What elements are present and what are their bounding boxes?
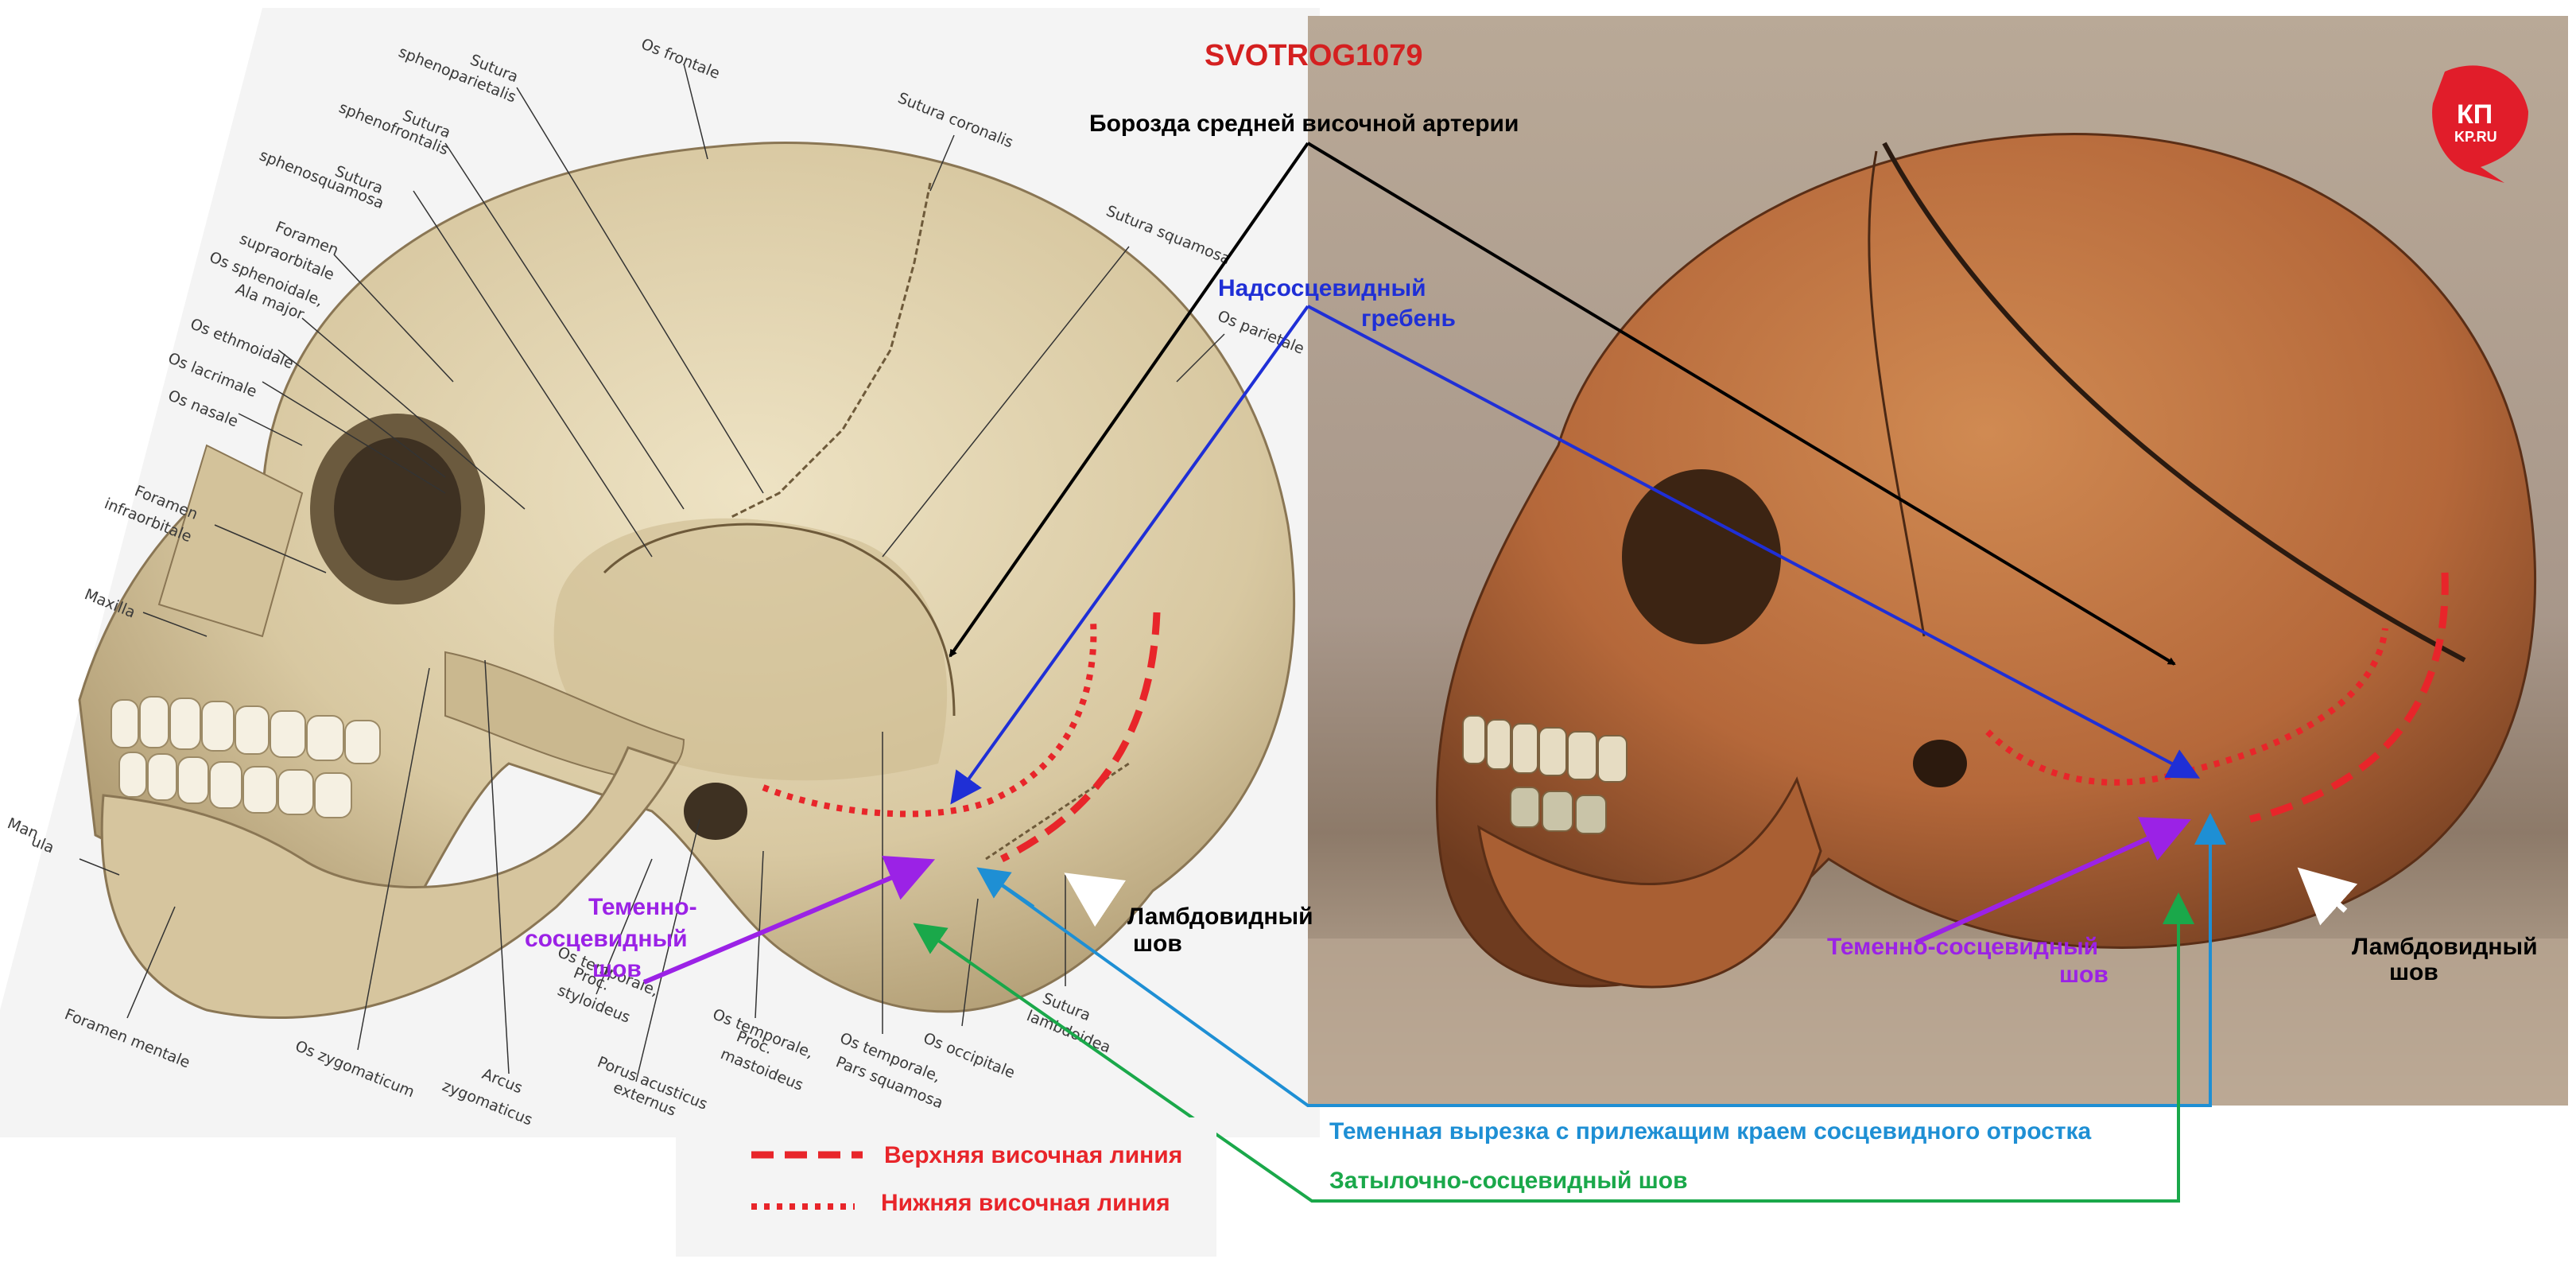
label-lambdoid-right-2: шов	[2389, 959, 2438, 985]
label-parietomastoid-right-2: шов	[2059, 962, 2109, 988]
squamous-suture	[603, 523, 956, 717]
photo-skull	[1435, 133, 2536, 988]
parietomastoid-arrow-right	[1915, 817, 2191, 945]
kp-logo-subtext: KP.RU	[2454, 129, 2497, 145]
groove-artery-arrow-left	[949, 142, 1309, 658]
supramastoid-arrow-left	[950, 305, 1309, 805]
label-lambdoid-left-2: шов	[1133, 931, 1182, 957]
upper-temporal-line-left	[999, 612, 1161, 863]
photo-crack	[1882, 142, 2466, 663]
kp-logo: КП KP.RU	[2432, 65, 2528, 183]
parietal-notch-line	[980, 813, 2226, 1107]
kp-logo-text: КП	[2457, 99, 2493, 130]
label-parietomastoid-left-2: сосцевидный	[525, 926, 688, 952]
label-parietomastoid-right-1: Теменно-сосцевидный	[1827, 934, 2098, 960]
illustration-panel: Os frontale Sutura sphenoparietalis Sutu…	[0, 8, 1320, 1137]
label-supramastoid-1: Надсосцевидный	[1218, 275, 1426, 301]
arrows	[642, 142, 2358, 1203]
upper-temporal-line-right	[2248, 572, 2449, 823]
lower-temporal-line-right	[1985, 628, 2388, 786]
groove-artery-arrow-right	[1306, 142, 2176, 666]
lambdoid-arrow-right	[2297, 867, 2358, 926]
label-groove-artery: Борозда средней височной артерии	[1089, 111, 1519, 137]
legend-upper-temporal-line: Верхняя височная линия	[884, 1142, 1182, 1168]
label-lambdoid-left-1: Ламбдовидный	[1127, 904, 1313, 930]
ear-canal	[684, 783, 747, 840]
parietal-notch-arrow-left	[976, 867, 1035, 908]
photo-mandible	[1477, 776, 1822, 989]
illustration-mandible	[100, 746, 678, 1020]
label-lambdoid-right-1: Ламбдовидный	[2352, 934, 2538, 960]
occipitomastoid-line	[917, 892, 2194, 1203]
label-supramastoid-2: гребень	[1361, 305, 1456, 332]
occipitomastoid-arrow-left	[913, 923, 972, 964]
legend-lower-temporal-line: Нижняя височная линия	[881, 1190, 1170, 1216]
illustration-teeth	[111, 696, 381, 818]
coronal-suture	[731, 182, 932, 519]
lower-temporal-line-left	[762, 620, 1097, 818]
photo-teeth	[1462, 715, 1627, 834]
leader-lines	[79, 63, 1225, 1082]
label-parietomastoid-left-3: шов	[592, 956, 642, 982]
annotations: Борозда средней височной артерии Надсосц…	[525, 111, 2538, 1194]
supramastoid-arrow-right	[1307, 305, 2201, 779]
label-occipitomastoid: Затылочно-сосцевидный шов	[1329, 1168, 1688, 1194]
watermark: SVOTROG1079	[1205, 39, 1423, 72]
legend: Верхняя височная линия Нижняя височная л…	[676, 1117, 1216, 1257]
parietomastoid-arrow-left	[642, 856, 936, 985]
label-parietomastoid-left-1: Теменно-	[588, 894, 697, 920]
label-parietal-notch: Теменная вырезка с прилежащим краем сосц…	[1329, 1118, 2092, 1144]
lambdoid-arrow-left	[1064, 872, 1127, 927]
photo-panel	[1308, 16, 2568, 1106]
